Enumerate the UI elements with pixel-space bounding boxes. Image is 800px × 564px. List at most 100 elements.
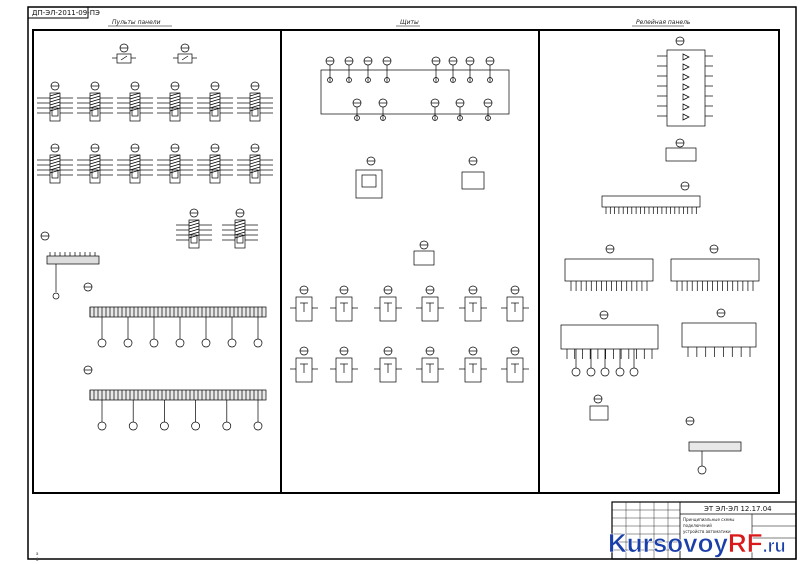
hatch-line: [234, 234, 246, 239]
breaker-body: [335, 357, 353, 383]
shield-enclosure: [320, 69, 510, 115]
breaker-body: [506, 296, 524, 322]
device-window: [236, 234, 244, 244]
hatch-line: [209, 92, 221, 97]
schematic-symbols: [37, 36, 760, 475]
breaker-body: [379, 296, 397, 322]
device-window: [211, 169, 219, 179]
hatch-line: [169, 107, 181, 112]
hatch-line: [169, 101, 181, 106]
device-body: [249, 92, 261, 122]
diode: [682, 63, 690, 71]
section-title-relay: Релейная панель: [636, 19, 691, 26]
hatch-line: [49, 104, 61, 109]
hatch-line: [249, 98, 261, 103]
hatch-line: [129, 104, 141, 109]
device-body: [169, 154, 181, 184]
hatch-line: [209, 107, 221, 112]
meter-face: [361, 174, 377, 188]
title-block-designation: ЭТ ЭЛ-ЭЛ 12.17.04: [704, 505, 772, 513]
relay-panel: [666, 49, 706, 127]
device-window: [131, 169, 139, 179]
title-block-line: устройств автоматики: [683, 529, 731, 534]
hatch-line: [249, 92, 261, 97]
terminal-circle: [201, 338, 211, 348]
device-window: [51, 107, 59, 117]
lamp: [450, 77, 456, 83]
switch-contact: [120, 55, 128, 61]
device-body: [49, 92, 61, 122]
outer-frame: [27, 6, 797, 560]
device-body: [209, 92, 221, 122]
hatch-line: [89, 107, 101, 112]
breaker-body: [379, 357, 397, 383]
switch-body: [116, 53, 132, 64]
device-window: [251, 107, 259, 117]
hatch-line: [89, 163, 101, 168]
terminal-circle: [586, 367, 596, 377]
switch-contact: [181, 55, 189, 61]
hatch-line: [129, 166, 141, 171]
hatch-line: [234, 225, 246, 230]
device-window: [251, 169, 259, 179]
hatch-line: [249, 163, 261, 168]
hatch-line: [49, 95, 61, 100]
lamp: [354, 115, 360, 121]
hatch-line: [249, 166, 261, 171]
hatch-line: [49, 163, 61, 168]
device-body: [249, 154, 261, 184]
lamp: [457, 115, 463, 121]
terminal-circle: [149, 338, 159, 348]
device-window: [131, 107, 139, 117]
hatch-line: [49, 169, 61, 174]
hatch-line: [209, 154, 221, 159]
connector-block: [46, 255, 100, 265]
terminal-circle: [123, 338, 133, 348]
lamp: [327, 77, 333, 83]
hatch-line: [169, 95, 181, 100]
terminal-circle: [191, 421, 200, 431]
hatch-line: [209, 157, 221, 162]
hatch-line: [188, 231, 200, 236]
hatch-line: [249, 154, 261, 159]
relay-box: [665, 147, 697, 162]
hatch-line: [209, 95, 221, 100]
breaker-body: [464, 296, 482, 322]
device-window: [211, 107, 219, 117]
diode: [682, 83, 690, 91]
hatch-line: [89, 101, 101, 106]
hatch-line: [209, 104, 221, 109]
terminal-circle: [175, 338, 185, 348]
hatch-line: [169, 92, 181, 97]
lamp: [433, 77, 439, 83]
side-mark: а: [36, 551, 39, 556]
hatch-line: [49, 166, 61, 171]
hatch-line: [234, 228, 246, 233]
hatch-line: [188, 219, 200, 224]
watermark: KursovoyRF.ru: [608, 528, 786, 558]
device-body: [129, 154, 141, 184]
lamp: [487, 77, 493, 83]
hatch-line: [129, 98, 141, 103]
hatch-line: [129, 157, 141, 162]
hatch-line: [209, 169, 221, 174]
hatch-line: [129, 160, 141, 165]
hatch-line: [169, 160, 181, 165]
connector-block: [688, 441, 742, 452]
hatch-line: [209, 166, 221, 171]
relay-box: [461, 171, 485, 190]
hatch-line: [249, 157, 261, 162]
lamp: [384, 77, 390, 83]
controller-box: [681, 322, 757, 348]
hatch-line: [209, 98, 221, 103]
hatch-line: [49, 92, 61, 97]
hatch-line: [169, 163, 181, 168]
terminal-circle: [128, 421, 138, 431]
hatch-line: [89, 166, 101, 171]
hatch-line: [249, 107, 261, 112]
hatch-line: [209, 101, 221, 106]
hatch-line: [89, 98, 101, 103]
controller-box: [670, 258, 760, 282]
terminal-circle: [97, 421, 107, 431]
